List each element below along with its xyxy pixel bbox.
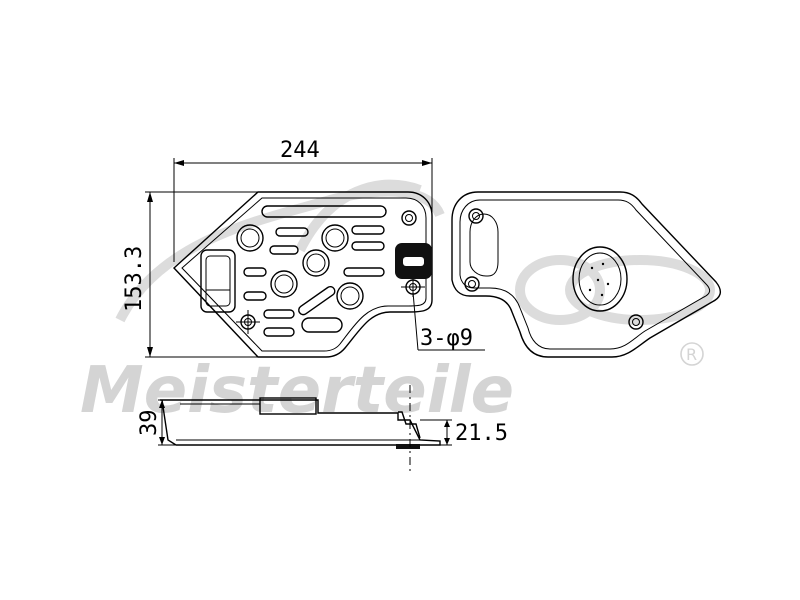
gasket-magnet-inner xyxy=(578,252,622,306)
small-slot xyxy=(263,309,295,319)
round-hole-inner xyxy=(325,228,345,248)
round-hole xyxy=(302,249,330,277)
outlet-height-dimension: 21.5 xyxy=(420,419,508,446)
small-slot xyxy=(243,267,267,277)
round-hole xyxy=(336,282,364,310)
filter-front-view xyxy=(173,191,433,358)
outlet-arrow-bottom xyxy=(444,438,450,445)
watermark: Meisterteile R xyxy=(80,179,715,428)
left-port-outer xyxy=(200,249,236,313)
watermark-brand-text: Meisterteile xyxy=(80,354,514,428)
top-long-slot xyxy=(261,205,387,218)
width-arrow-left xyxy=(174,160,184,166)
outlet-height-label: 21.5 xyxy=(455,421,508,446)
small-slot xyxy=(275,227,309,237)
small-slot xyxy=(351,225,385,235)
gasket-view xyxy=(451,191,722,358)
height-arrow-bottom xyxy=(147,347,153,357)
thickness-arrow-bottom xyxy=(159,437,165,445)
thickness-arrow-top xyxy=(159,400,165,408)
round-hole-inner xyxy=(240,228,260,248)
width-arrow-right xyxy=(422,160,432,166)
left-port-inner xyxy=(205,255,231,307)
round-hole-inner xyxy=(274,274,294,294)
holes-label: 3-φ9 xyxy=(420,326,473,351)
gasket-outer-outline xyxy=(451,191,722,358)
mounting-hole-top-inner xyxy=(405,214,413,222)
gasket-hole-bottom-left-inner xyxy=(468,280,476,288)
gasket-left-cutout xyxy=(469,213,499,277)
gasket-hole-top-left-inner xyxy=(472,212,480,220)
small-slot xyxy=(269,245,299,255)
gasket-hole-bottom-left xyxy=(464,276,480,292)
round-hole-inner xyxy=(306,253,326,273)
outlet-arrow-top xyxy=(444,420,450,427)
registered-mark-circle xyxy=(680,342,704,366)
side-view-top-boss xyxy=(259,397,317,415)
small-slot xyxy=(301,317,343,333)
holes-callout: 3-φ9 xyxy=(412,291,485,351)
gasket-hole-right xyxy=(628,314,644,330)
width-label: 244 xyxy=(280,138,320,163)
registered-mark-text: R xyxy=(686,345,697,364)
small-slot xyxy=(343,267,385,277)
height-label: 153.3 xyxy=(122,246,147,312)
magnet-dots xyxy=(588,262,610,297)
round-hole-inner xyxy=(340,286,360,306)
filter-inner-outline xyxy=(181,197,427,352)
thickness-dimension: 39 xyxy=(137,399,175,446)
gasket-hole-top-left xyxy=(468,208,484,224)
side-view-seal xyxy=(396,444,420,449)
height-arrow-top xyxy=(147,192,153,202)
small-slot xyxy=(263,327,295,337)
small-slot xyxy=(351,241,385,251)
gasket-magnet-outer xyxy=(572,246,628,312)
thickness-label: 39 xyxy=(137,410,162,437)
small-slot xyxy=(243,291,267,301)
height-dimension: 153.3 xyxy=(122,191,262,358)
round-hole xyxy=(236,224,264,252)
holes-leader-line xyxy=(412,291,419,351)
gasket-inner-outline xyxy=(459,199,711,350)
outlet-seal-opening xyxy=(403,257,424,266)
round-hole xyxy=(270,270,298,298)
side-view-outlet xyxy=(398,411,421,439)
round-hole xyxy=(321,224,349,252)
side-view xyxy=(160,385,441,475)
mounting-hole-top xyxy=(401,210,417,226)
filter-outer-outline xyxy=(173,191,433,358)
gasket-hole-right-inner xyxy=(632,318,640,326)
diagonal-slot xyxy=(298,285,336,316)
